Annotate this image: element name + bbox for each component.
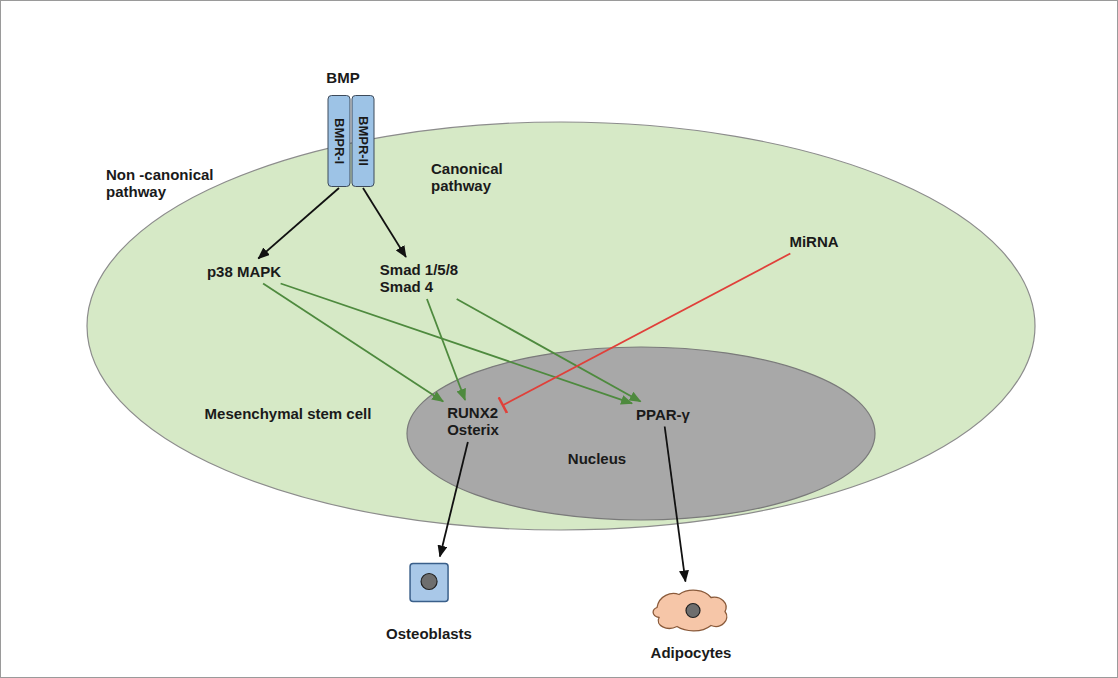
node-text: PPAR-γ: [636, 406, 690, 423]
node-text: RUNX2: [447, 404, 499, 421]
kinase-label: p38 MAPK: [207, 263, 281, 280]
text-wrap: Mesenchymal stem cell: [205, 405, 372, 422]
mirna-label: MiRNA: [789, 233, 838, 250]
node-text: Osteoblasts: [386, 625, 472, 642]
receptor-box: BMPR-II: [352, 95, 375, 187]
node-text: BMPR-II: [356, 116, 371, 166]
nucleus-outline: Nucleus RUNX2Osterix PPAR-γ: [406, 346, 876, 521]
transcription-factor: PPAR-γ: [636, 406, 690, 423]
cell-type: Adipocytes: [649, 586, 733, 661]
node-text: Nucleus: [568, 450, 626, 467]
node-text: Smad 1/5/8: [380, 261, 458, 278]
adipocyte-icon: [649, 586, 733, 636]
node-text: BMPR-I: [332, 118, 347, 164]
node-text: Osterix: [447, 421, 499, 438]
smad-label: Smad 1/5/8Smad 4: [380, 261, 458, 295]
pathway-label: Non -canonical pathway: [106, 166, 256, 200]
node-text: Smad 4: [380, 278, 458, 295]
cell-type: Osteoblasts: [386, 561, 472, 642]
osteoblast-icon: [406, 561, 452, 605]
node-text: p38 MAPK: [207, 263, 281, 280]
cell-outline: Mesenchymal stem cell p38 MAPK Smad 1/5/8S…: [86, 121, 1036, 531]
text-wrap: Nucleus: [568, 450, 626, 467]
cell-outline: [86, 121, 1036, 531]
label-wrap: Non -canonical pathway: [106, 166, 256, 200]
label-wrap: Canonical pathway: [431, 160, 541, 194]
node-text: MiRNA: [789, 233, 838, 250]
node-text: Adipocytes: [651, 644, 732, 661]
node-text: Mesenchymal stem cell: [205, 405, 372, 422]
pathway-label: BMP: [326, 69, 359, 86]
receptor-box: BMPR-I: [328, 95, 351, 187]
label-wrap: BMP: [326, 69, 359, 86]
pathway-label: Canonical pathway: [431, 160, 541, 194]
transcription-factor: RUNX2Osterix: [447, 404, 499, 438]
